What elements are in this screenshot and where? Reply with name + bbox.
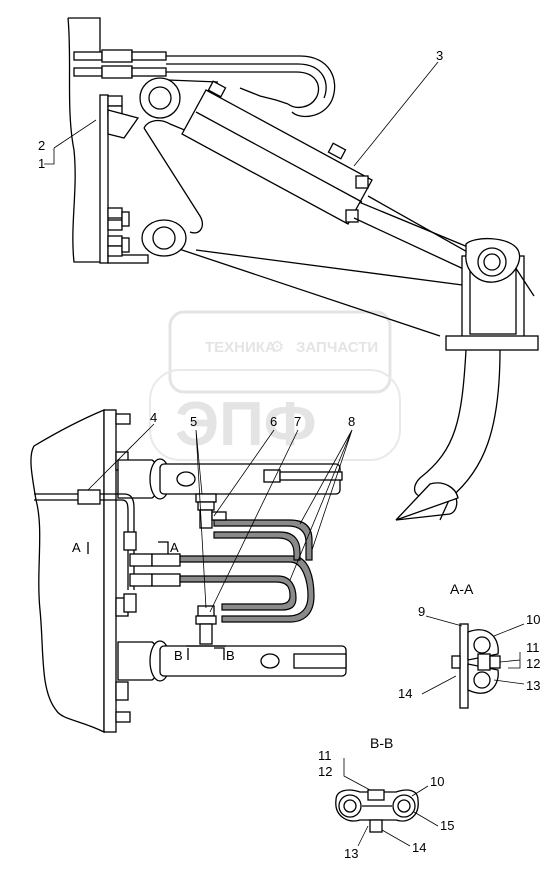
callout-9: 9 [418,604,425,619]
watermark-text-technika: ТЕХНИКА [205,339,276,356]
hose-fittings-upper [73,49,167,79]
section-mark-a-left: A [72,540,81,555]
callouts-lower: 4 5 6 7 8 [87,410,355,613]
fitting-stack-upper [195,493,227,529]
callout-12-aa: 12 [526,656,540,671]
hydraulic-cylinder [181,80,479,273]
watermark-gear-icon: ⚙ [270,339,284,356]
fitting-stack-lower [186,605,226,647]
section-mark-a-right: A [170,540,179,555]
section-b-b-title: B-B [370,735,393,751]
callout-11-aa: 11 [526,640,540,655]
watermark-logo: ТЕХНИКА ⚙ ЗАПЧАСТИ ЭПФ [149,310,401,461]
section-mark-b-right: B [226,648,235,663]
upper-cylinder-mount [117,458,343,500]
lower-cylinder-mount [117,640,347,682]
section-a-a: A-A 9 10 11 12 13 14 [398,581,540,709]
section-a-a-title: A-A [450,581,474,597]
callout-7: 7 [294,414,301,429]
section-marks: A A B B [72,540,235,663]
callout-13-bb: 13 [344,846,358,861]
mid-left-fittings [129,553,181,587]
callout-3: 3 [436,48,443,63]
callout-15: 15 [440,818,454,833]
callout-4: 4 [150,410,157,425]
section-b-b: B-B 11 12 10 15 13 14 [318,735,454,861]
callout-1: 1 [38,156,45,171]
upper-ripper-view: 2 1 3 [38,17,539,521]
watermark-text-zapchasti: ЗАПЧАСТИ [296,339,378,356]
callout-2: 2 [38,138,45,153]
callout-10-bb: 10 [430,774,444,789]
u-hoses [179,519,315,623]
callout-12-bb: 12 [318,764,332,779]
callout-10-aa: 10 [526,612,540,627]
ripper-shank [395,238,539,521]
callout-14-aa: 14 [398,686,412,701]
callout-5: 5 [190,414,197,429]
callout-11-bb: 11 [318,748,332,763]
callout-13-aa: 13 [526,678,540,693]
callout-14-bb: 14 [412,840,426,855]
section-mark-b-left: B [174,648,183,663]
callout-8: 8 [348,414,355,429]
callouts-upper: 2 1 3 [38,48,443,171]
callout-6: 6 [270,414,277,429]
left-pipe-line [34,489,137,613]
mount-bolts-upper [107,95,130,257]
watermark-text-logo: ЭПФ [175,390,317,459]
lower-hydraulic-view: 4 5 6 7 8 A A B B [30,409,355,734]
